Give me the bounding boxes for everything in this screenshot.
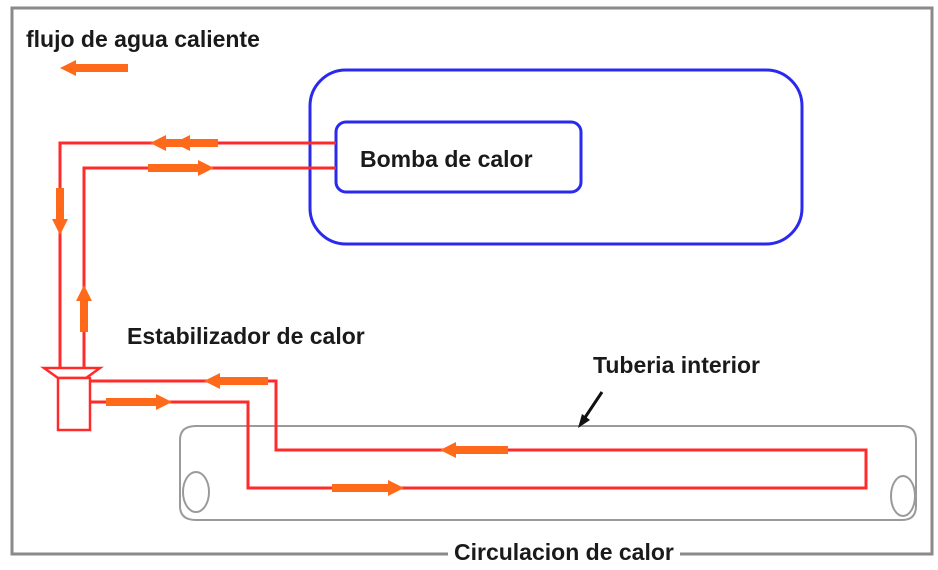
circulation-label: Circulacion de calor: [448, 541, 680, 564]
flow-arrows: [52, 135, 508, 496]
flow-arrow-right: [106, 394, 172, 410]
heat-pump-label: Bomba de calor: [360, 146, 533, 172]
legend-label: flujo de agua caliente: [26, 26, 260, 52]
flow-arrow-up: [76, 285, 92, 332]
heat-pump-box: [334, 120, 583, 194]
left-arrow-icon: [60, 60, 128, 76]
flow-arrow-left: [174, 135, 218, 151]
heat-stabilizer: [40, 366, 104, 432]
outer-frame: [10, 6, 934, 556]
indoor-pipe: [179, 425, 917, 521]
flow-arrow-left: [440, 442, 508, 458]
flow-arrow-right: [332, 480, 404, 496]
flow-arrow-left: [204, 373, 268, 389]
indoor-pipe-label: Tuberia interior: [593, 352, 760, 378]
indoor-pipe-pointer: [578, 391, 604, 428]
flow-arrow-right: [148, 160, 214, 176]
stabilizer-label: Estabilizador de calor: [127, 323, 365, 349]
flow-arrow-down: [52, 188, 68, 235]
heat-pump-unit-outline: [308, 68, 804, 246]
